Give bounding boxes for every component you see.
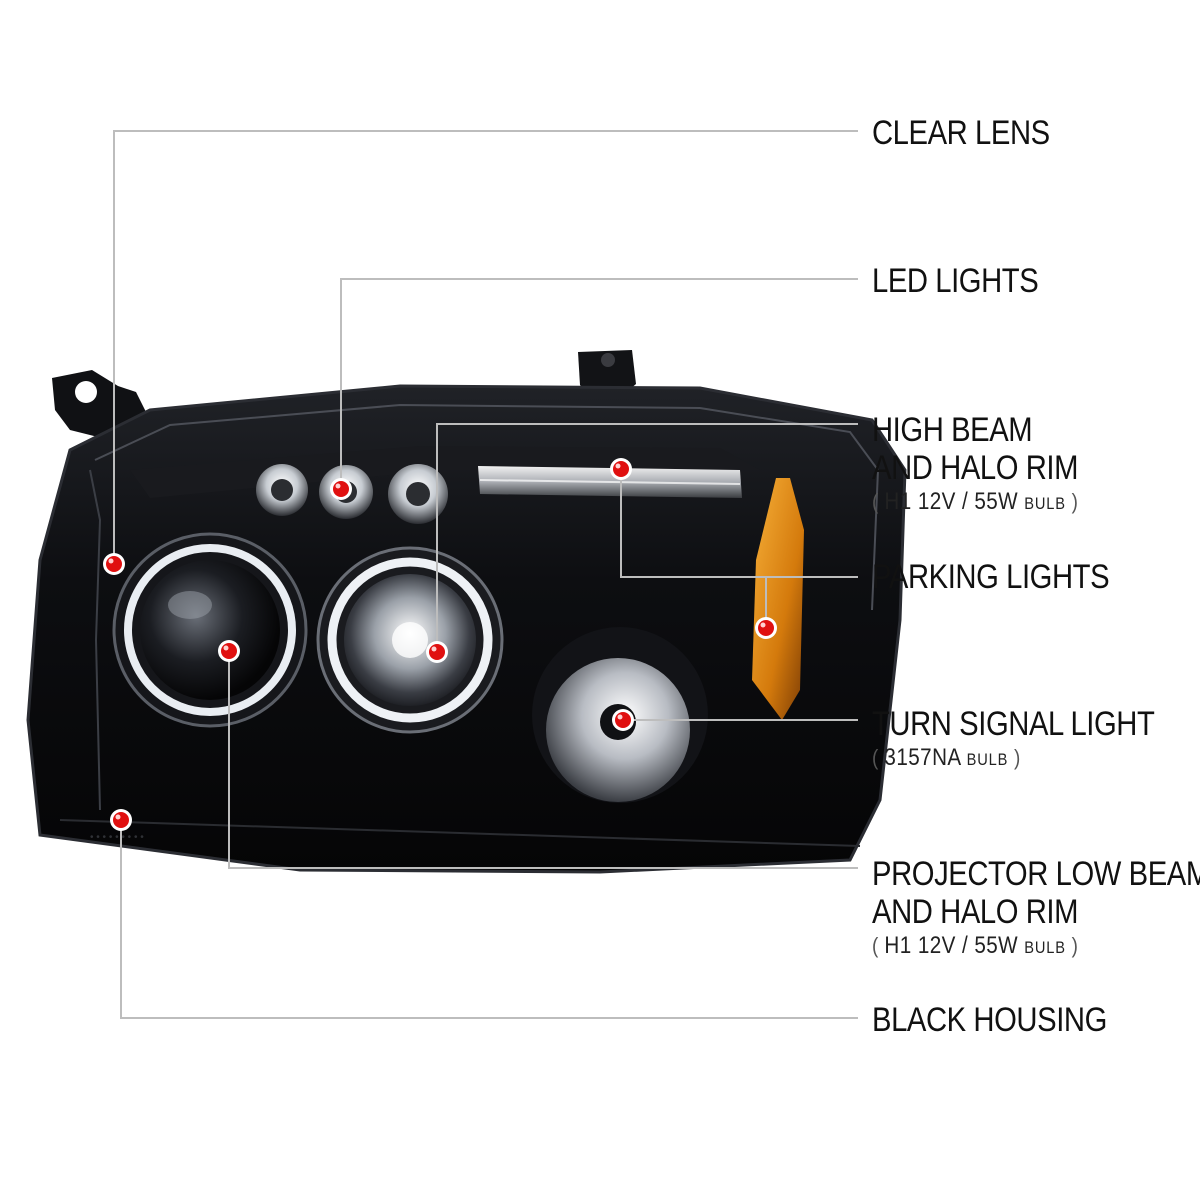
label-turn-signal-spec: ( 3157NA BULB )	[872, 744, 1021, 771]
projector-spec-unit: BULB	[1024, 938, 1066, 957]
led-cluster	[256, 464, 448, 524]
leader-line-black-housing	[120, 820, 858, 1019]
leader-line-high-beam	[436, 423, 858, 652]
high-beam-spec-unit: BULB	[1024, 494, 1066, 513]
label-led-lights: LED LIGHTS	[872, 262, 1039, 300]
high-beam-assembly	[316, 546, 504, 734]
label-clear-lens-title: CLEAR LENS	[872, 114, 1050, 152]
marker-black-housing	[110, 809, 132, 831]
marker-projector	[218, 640, 240, 662]
label-high-beam-title-2: AND HALO RIM	[872, 449, 1079, 487]
projector-assembly	[112, 532, 308, 728]
label-projector-spec: ( H1 12V / 55W BULB )	[872, 932, 1079, 959]
leader-line-led-lights	[340, 278, 858, 489]
label-turn-signal: TURN SIGNAL LIGHT ( 3157NA BULB )	[872, 705, 1155, 775]
callout-markers	[103, 458, 777, 831]
marker-parking-amber	[755, 617, 777, 639]
turn-signal-spec-unit: BULB	[966, 750, 1009, 769]
label-parking-lights: PARKING LIGHTS	[872, 558, 1110, 596]
label-black-housing: BLACK HOUSING	[872, 1001, 1107, 1039]
label-projector-title-1: PROJECTOR LOW BEAM	[872, 855, 1200, 893]
marker-led-lights	[330, 478, 352, 500]
label-projector-low-beam: PROJECTOR LOW BEAM AND HALO RIM ( H1 12V…	[872, 855, 1200, 963]
marker-turn-signal	[612, 709, 634, 731]
label-parking-lights-title: PARKING LIGHTS	[872, 558, 1110, 596]
label-high-beam-spec: ( H1 12V / 55W BULB )	[872, 488, 1079, 515]
label-high-beam-title-1: HIGH BEAM	[872, 411, 1033, 449]
svg-text:• • • • • • • • •: • • • • • • • • •	[90, 832, 144, 843]
leader-line-projector	[228, 651, 858, 869]
turn-signal-spec-main: 3157NA	[884, 744, 961, 771]
leader-line-clear-lens	[113, 130, 858, 564]
marker-clear-lens	[103, 553, 125, 575]
mounting-tab-right	[578, 350, 636, 396]
label-high-beam: HIGH BEAM AND HALO RIM ( H1 12V / 55W BU…	[872, 411, 1078, 519]
label-led-lights-title: LED LIGHTS	[872, 262, 1039, 300]
amber-marker	[752, 478, 804, 720]
label-clear-lens: CLEAR LENS	[872, 114, 1050, 152]
label-black-housing-title: BLACK HOUSING	[872, 1001, 1107, 1039]
leader-lines	[113, 130, 858, 1019]
label-turn-signal-title: TURN SIGNAL LIGHT	[872, 705, 1155, 743]
marker-high-beam	[426, 641, 448, 663]
projector-spec-main: H1 12V / 55W	[884, 932, 1019, 959]
label-projector-title-2: AND HALO RIM	[872, 893, 1079, 931]
marker-parking-lights	[610, 458, 632, 480]
high-beam-spec-main: H1 12V / 55W	[884, 488, 1019, 515]
leader-line-parking-amber	[765, 576, 858, 628]
